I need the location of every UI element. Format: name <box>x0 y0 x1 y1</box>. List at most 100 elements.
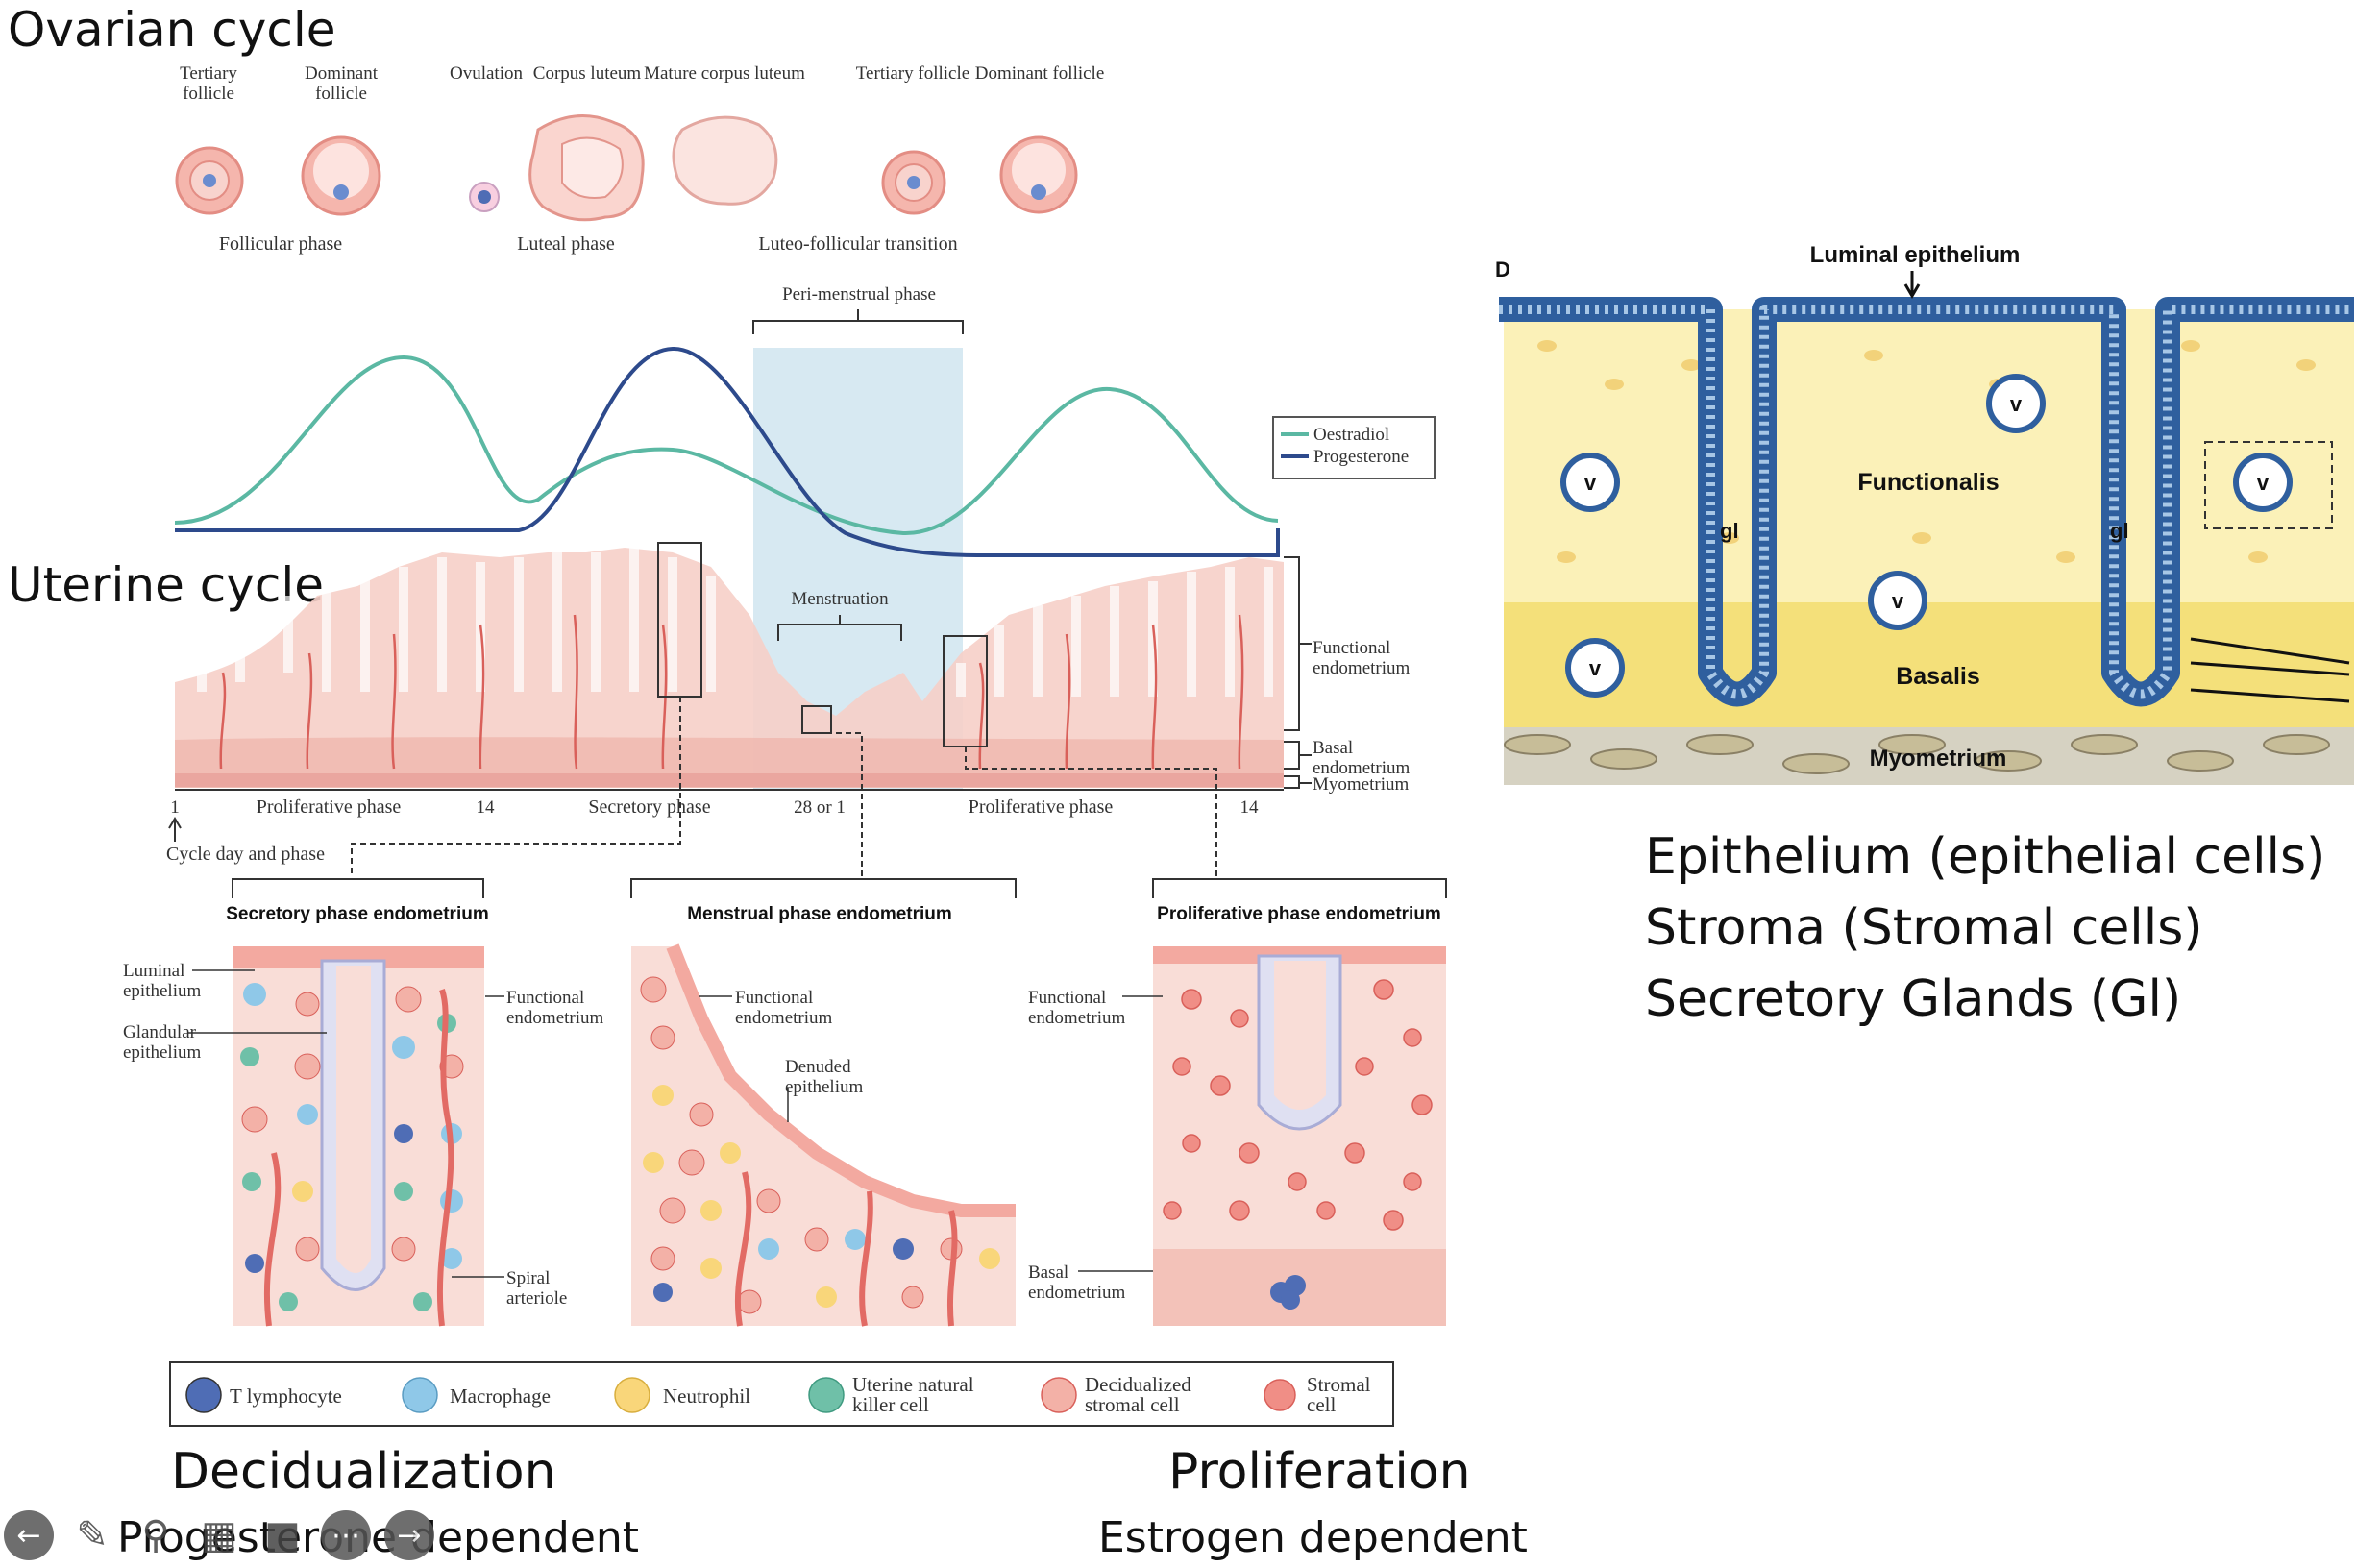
legend-t-lymphocyte: T lymphocyte <box>230 1384 342 1408</box>
luteal-phase-label: Luteal phase <box>517 233 615 255</box>
axis-secretory: Secretory phase <box>588 796 710 818</box>
stage-label-dominant-2: Dominant follicle <box>975 63 1105 84</box>
functionalis-label: Functionalis <box>1857 469 1999 496</box>
neutrophil-icon <box>614 1377 650 1413</box>
myometrium-bracket <box>1284 775 1312 789</box>
axis-tick-14b: 14 <box>1240 797 1260 818</box>
axis-tick-14: 14 <box>477 797 496 818</box>
legend-neutrophil: Neutrophil <box>663 1384 750 1408</box>
progesterone-dependent-label: Progesterone dependent <box>117 1513 640 1562</box>
slides-grid-icon[interactable]: ▦ <box>201 1513 237 1557</box>
vessel-label-5: v <box>2257 471 2270 495</box>
presentation-toolbar: ← ✎ ⚲ ▦ ■ ⋯ → <box>0 1503 503 1568</box>
peri-menstrual-bracket <box>752 309 964 334</box>
stage-label-tertiary-2: Tertiary follicle <box>856 63 969 84</box>
axis-proliferative-1: Proliferative phase <box>257 796 402 818</box>
axis-label: Cycle day and phase <box>166 844 325 865</box>
connector-secretory <box>351 697 681 874</box>
proliferative-panel-title: Proliferative phase endometrium <box>1157 904 1441 924</box>
basalis-label: Basalis <box>1896 663 1980 690</box>
right-text-glands: Secretory Glands (Gl) <box>1645 970 2182 1028</box>
t-lymphocyte-icon <box>185 1377 222 1413</box>
dominant-follicle-icon-1 <box>301 135 381 216</box>
decidualization-heading: Decidualization <box>171 1443 556 1501</box>
menstrual-leader-lines <box>699 995 789 1122</box>
secretory-panel <box>233 946 484 1327</box>
connector-proliferative <box>965 747 1217 876</box>
tertiary-follicle-icon-1 <box>175 146 244 215</box>
stage-label-mature-corpus-luteum: Mature corpus luteum <box>644 63 805 84</box>
basal-bracket <box>1284 741 1312 770</box>
estrogen-dependent-label: Estrogen dependent <box>1098 1513 1528 1562</box>
menstruation-bracket <box>777 615 902 641</box>
menstrual-panel-bracket <box>630 878 1017 898</box>
secretory-leader-lines <box>187 969 504 1278</box>
follicular-phase-label: Follicular phase <box>219 233 342 255</box>
luteo-follicular-transition-label: Luteo-follicular transition <box>758 233 957 255</box>
next-slide-icon[interactable]: → <box>384 1510 434 1560</box>
vessel-label-4: v <box>1589 656 1602 680</box>
macrophage-icon <box>402 1377 438 1413</box>
legend-macrophage: Macrophage <box>450 1384 551 1408</box>
menstrual-panel <box>631 943 1016 1327</box>
endometrium-profile <box>175 548 1284 788</box>
myometrium-label: Myometrium <box>1870 746 2007 772</box>
luminal-epithelium-heading: Luminal epithelium <box>1810 242 2021 268</box>
more-options-icon[interactable]: ⋯ <box>321 1510 371 1560</box>
corpus-luteum-inner-icon <box>561 136 624 199</box>
proliferation-heading: Proliferation <box>1168 1443 1471 1501</box>
uterine-nk-cell-icon <box>808 1377 845 1413</box>
endometrium-section-diagram <box>1499 271 2354 785</box>
axis-proliferative-2: Proliferative phase <box>969 796 1114 818</box>
secretory-panel-bracket <box>232 878 484 898</box>
ovulation-icon <box>469 182 500 212</box>
stage-label-ovulation: Ovulation <box>450 63 523 84</box>
video-icon[interactable]: ■ <box>264 1513 301 1557</box>
gland-label-1: gl <box>1720 519 1739 543</box>
previous-slide-icon[interactable]: ← <box>4 1510 54 1560</box>
vessel-label-2: v <box>2010 392 2023 416</box>
gland-label-2: gl <box>2110 519 2129 543</box>
ovarian-cycle-heading: Ovarian cycle <box>8 2 336 58</box>
stromal-cell-icon <box>1264 1379 1296 1411</box>
dominant-follicle-icon-2 <box>999 135 1078 214</box>
mature-corpus-luteum-icon <box>672 115 778 206</box>
vessel-label-1: v <box>1584 471 1597 495</box>
cell-legend <box>169 1361 1394 1427</box>
myometrium-layer-label: Myometrium <box>1313 774 1409 795</box>
proliferative-leader-lines <box>1078 995 1163 1272</box>
right-text-stroma: Stroma (Stromal cells) <box>1645 899 2203 957</box>
vessel-label-3: v <box>1892 589 1904 613</box>
axis-tick-1: 1 <box>170 797 180 818</box>
hormone-legend <box>1272 416 1436 479</box>
legend-oestradiol: Oestradiol <box>1313 425 1389 445</box>
proliferative-panel-bracket <box>1152 878 1447 898</box>
secretory-panel-title: Secretory phase endometrium <box>226 904 488 924</box>
pen-icon[interactable]: ✎ <box>76 1513 109 1557</box>
axis-start-arrow <box>168 817 182 842</box>
functional-bracket <box>1284 556 1312 731</box>
uterine-cycle-heading: Uterine cycle <box>8 557 324 613</box>
axis-tick-28: 28 or 1 <box>794 797 846 818</box>
zoom-icon[interactable]: ⚲ <box>141 1513 170 1557</box>
stage-label-corpus-luteum: Corpus luteum <box>533 63 642 84</box>
menstrual-panel-title: Menstrual phase endometrium <box>687 904 952 924</box>
oestradiol-curve <box>174 355 1279 536</box>
right-panel-letter: D <box>1495 257 1510 282</box>
follicle-icons <box>175 113 1078 222</box>
